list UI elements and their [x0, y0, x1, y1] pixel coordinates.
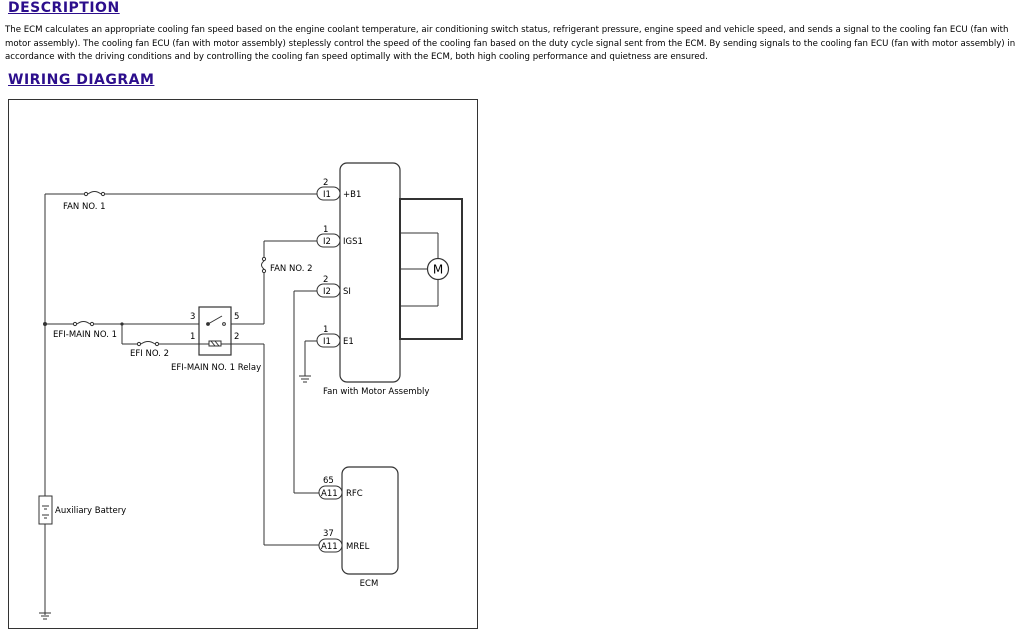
relay-pin-5: 5	[234, 312, 239, 322]
fan-pin-signal: SI	[343, 287, 351, 297]
fan-assembly-label: Fan with Motor Assembly	[323, 387, 429, 397]
description-text: The ECM calculates an appropriate coolin…	[5, 25, 1016, 62]
ecm-pin-number: 65	[323, 476, 334, 486]
fan-no2-label: FAN NO. 2	[270, 264, 313, 274]
ecm-pin-connector: A11	[321, 489, 338, 499]
battery-ground-icon	[39, 612, 51, 620]
ecm-pin-signal: RFC	[346, 489, 363, 499]
relay-pin-3: 3	[190, 312, 195, 322]
efi-main-relay-icon	[198, 306, 232, 356]
ecm-box	[341, 466, 399, 575]
relay-pin-2: 2	[234, 332, 239, 342]
fan-pin-connector: I2	[323, 237, 331, 247]
fan-pin-connector: I1	[323, 337, 331, 347]
fan-pin-signal: E1	[343, 337, 354, 347]
auxiliary-battery-icon	[38, 495, 53, 525]
fuse-fan-no2-icon	[261, 256, 267, 274]
efi-no2-label: EFI NO. 2	[130, 349, 169, 359]
fan-pin-number: 2	[323, 275, 328, 285]
fan-no1-label: FAN NO. 1	[63, 202, 106, 212]
description-heading: DESCRIPTION	[8, 0, 120, 16]
efi-main-no1-label: EFI-MAIN NO. 1	[53, 330, 117, 340]
fuse-fan-no1-icon	[83, 191, 106, 197]
fan-motor-circuit	[399, 198, 463, 340]
fan-motor-icon	[426, 257, 450, 281]
fan-motor-label: M	[433, 263, 443, 277]
ecm-pin-signal: MREL	[346, 542, 370, 552]
ecm-label: ECM	[360, 579, 379, 589]
fuse-efi-no2-icon	[136, 341, 160, 347]
connector-i2-si	[316, 283, 341, 298]
fan-pin-number: 2	[323, 178, 328, 188]
fan-pin-signal: IGS1	[343, 237, 363, 247]
battery-label: Auxiliary Battery	[55, 506, 126, 516]
fuse-efi-main-no1-icon	[72, 321, 95, 327]
connector-a11-mrel	[318, 538, 343, 553]
fan-pin-connector: I2	[323, 287, 331, 297]
fan-pin-number: 1	[323, 325, 328, 335]
ecm-pin-connector: A11	[321, 542, 338, 552]
fan-pin-signal: +B1	[343, 190, 361, 200]
relay-label: EFI-MAIN NO. 1 Relay	[171, 363, 261, 373]
wiring-diagram-frame: M FAN NO. 1 FAN NO. 2 EFI-MAIN NO. 1 EFI…	[8, 99, 478, 629]
connector-i2-igs1	[316, 233, 341, 248]
connector-a11-rfc	[318, 485, 343, 500]
connector-i1-b1	[316, 186, 341, 201]
fan-pin-connector: I1	[323, 190, 331, 200]
wiring-diagram-heading: WIRING DIAGRAM	[8, 72, 155, 88]
connector-i1-e1	[316, 333, 341, 348]
wiring-diagram: M FAN NO. 1 FAN NO. 2 EFI-MAIN NO. 1 EFI…	[38, 162, 463, 620]
fan-pin-number: 1	[323, 225, 328, 235]
ground-icon	[299, 375, 311, 383]
ecm-pin-number: 37	[323, 529, 334, 539]
relay-pin-1: 1	[190, 332, 195, 342]
